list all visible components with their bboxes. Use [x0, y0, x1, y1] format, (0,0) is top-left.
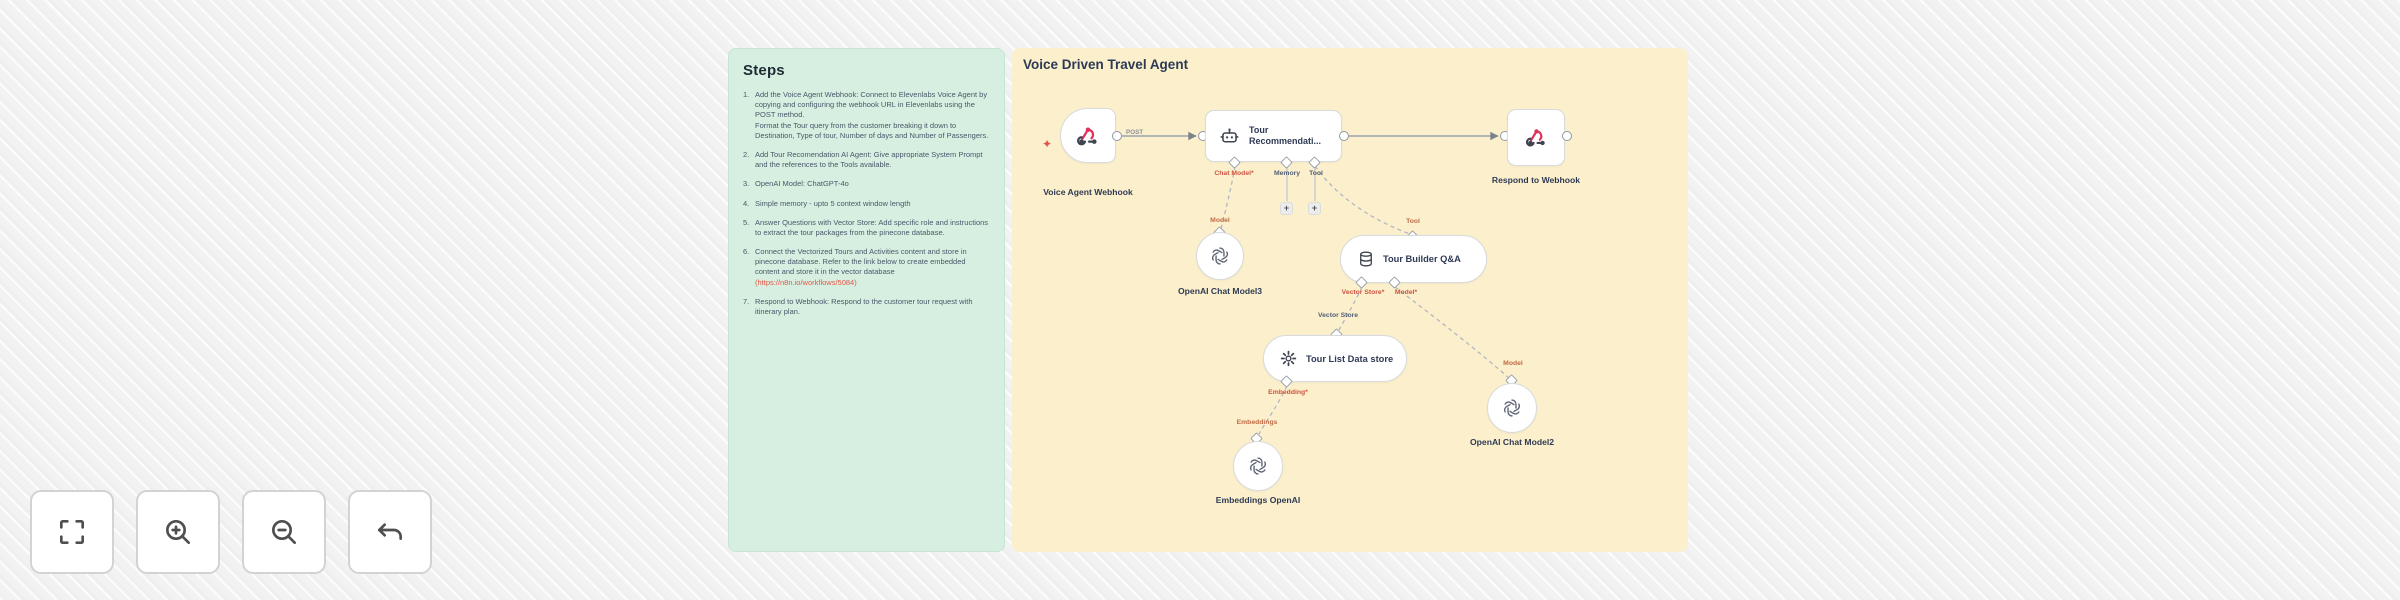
- node-respond-to-webhook[interactable]: [1507, 109, 1565, 166]
- step-item: 3.OpenAI Model: ChatGPT-4o: [743, 179, 849, 189]
- port-label-model: Model*: [1394, 289, 1418, 296]
- zoom-out-button[interactable]: [242, 490, 326, 574]
- step-item: 1.Add the Voice Agent Webhook: Connect t…: [743, 90, 989, 140]
- step-item: 7.Respond to Webhook: Respond to the cus…: [743, 296, 973, 316]
- canvas-controls: [30, 490, 432, 574]
- workflow-link[interactable]: (https://n8n.io/workflows/5084): [755, 277, 857, 287]
- add-memory-button[interactable]: +: [1280, 202, 1293, 215]
- port-label-tool: Tool: [1309, 170, 1323, 177]
- node-voice-agent-webhook[interactable]: [1060, 108, 1116, 163]
- fit-view-icon: [60, 520, 84, 544]
- database-icon: [1360, 251, 1372, 267]
- node-title: Tour List Data store: [1306, 353, 1394, 364]
- port-label-vector-store: Vector Store*: [1341, 289, 1385, 296]
- wire-label-post: POST: [1126, 129, 1144, 136]
- port-label-memory: Memory: [1273, 170, 1301, 177]
- openai-icon: [1249, 457, 1267, 475]
- fit-view-button[interactable]: [30, 490, 114, 574]
- node-tour-list-data-store[interactable]: Tour List Data store: [1263, 335, 1407, 382]
- respond-output-port[interactable]: [1562, 131, 1572, 141]
- node-tour-builder-qa[interactable]: Tour Builder Q&A: [1340, 235, 1487, 283]
- node-label: Voice Agent Webhook: [1043, 187, 1133, 197]
- undo-button[interactable]: [348, 490, 432, 574]
- node-label: OpenAI Chat Model3: [1177, 286, 1263, 296]
- step-item: 4.Simple memory - upto 5 context window …: [743, 198, 911, 208]
- node-tour-recommendation-agent[interactable]: Tour Recommendati...: [1205, 110, 1342, 162]
- node-issue-indicator: ✦: [1042, 137, 1053, 151]
- endpoint-label-embeddings: Embeddings: [1236, 419, 1278, 426]
- connections-layer: [1122, 131, 1511, 435]
- endpoint-label-vector-store: Vector Store: [1317, 312, 1359, 319]
- zoom-in-button[interactable]: [136, 490, 220, 574]
- endpoint-label-tool: Tool: [1406, 218, 1420, 225]
- endpoint-label-model: Model: [1210, 217, 1230, 224]
- node-title: Tour Builder Q&A: [1383, 254, 1461, 264]
- node-embeddings-openai[interactable]: [1233, 441, 1283, 491]
- zoom-in-icon: [166, 520, 190, 544]
- node-label: Embeddings OpenAI: [1215, 495, 1301, 505]
- webhook-icon: [1077, 126, 1097, 145]
- workflow-title: Voice Driven Travel Agent: [1023, 57, 1189, 72]
- webhook-output-port[interactable]: [1112, 131, 1122, 141]
- port-label-embedding: Embedding*: [1268, 389, 1308, 396]
- openai-icon: [1503, 399, 1521, 417]
- node-title: Tour Recommendati...: [1249, 124, 1322, 146]
- webhook-icon: [1525, 129, 1545, 147]
- step-text: Connect the Vectorized Tours and Activit…: [755, 247, 967, 277]
- robot-agent-icon: [1220, 128, 1239, 143]
- workflow-canvas[interactable]: Voice Driven Travel Agent ✦: [1012, 48, 1688, 552]
- node-openai-chat-model2[interactable]: [1487, 383, 1537, 433]
- vector-store-icon: [1280, 350, 1297, 367]
- step-item: 6. Connect the Vectorized Tours and Acti…: [743, 247, 990, 288]
- node-label: OpenAI Chat Model2: [1469, 437, 1555, 447]
- port-label-chat-model: Chat Model*: [1214, 170, 1254, 177]
- step-item: 5.Answer Questions with Vector Store: Ad…: [743, 217, 989, 237]
- steps-list: 1.Add the Voice Agent Webhook: Connect t…: [743, 90, 990, 317]
- add-tool-button[interactable]: +: [1308, 202, 1321, 215]
- undo-icon: [378, 523, 402, 540]
- sticky-title: Steps: [743, 62, 785, 79]
- agent-output-port[interactable]: [1339, 131, 1349, 141]
- node-openai-chat-model3[interactable]: [1196, 232, 1244, 280]
- openai-icon: [1211, 247, 1229, 265]
- zoom-out-icon: [272, 520, 296, 544]
- step-item: 2.Add Tour Recomendation AI Agent: Give …: [743, 149, 983, 170]
- steps-sticky-note[interactable]: Steps 1.Add the Voice Agent Webhook: Con…: [728, 48, 1005, 552]
- endpoint-label-model2: Model: [1503, 360, 1523, 367]
- node-label: Respond to Webhook: [1491, 175, 1581, 185]
